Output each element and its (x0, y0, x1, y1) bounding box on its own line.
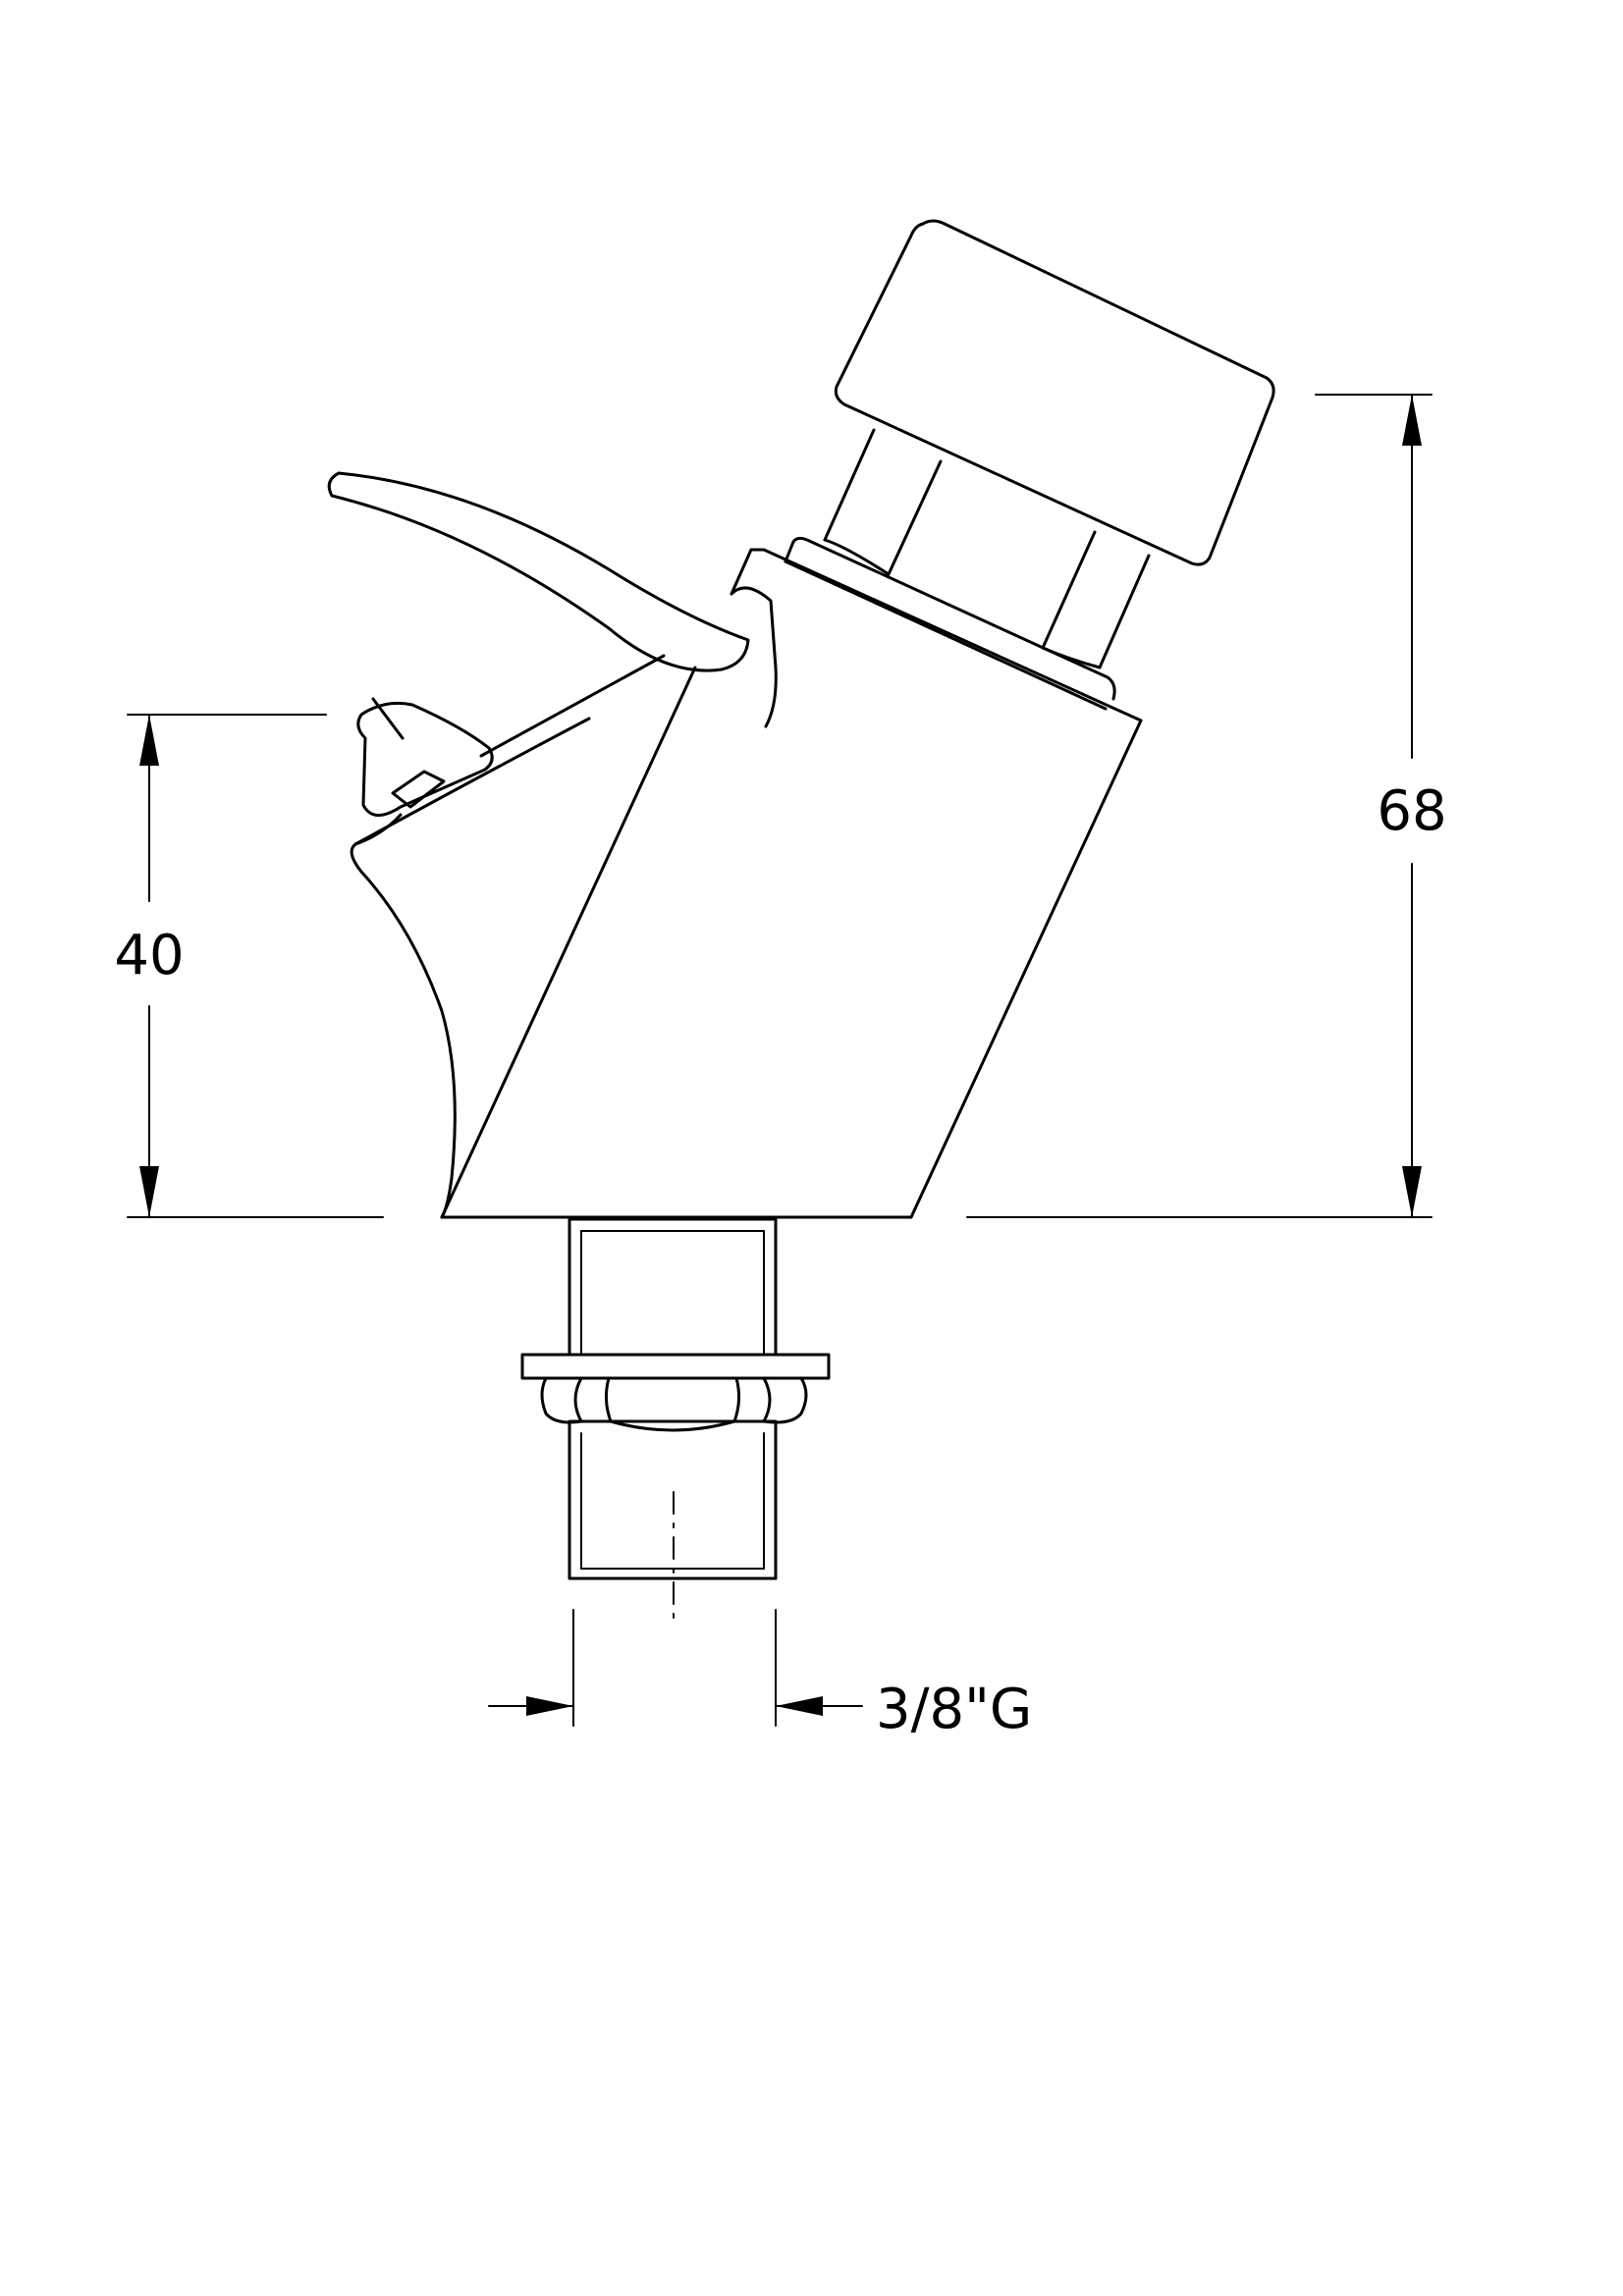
overall-height-label: 68 (1377, 779, 1446, 843)
body-height-label: 40 (114, 924, 184, 988)
push-button-cap (834, 219, 1275, 566)
arrowhead-up (1402, 395, 1422, 446)
arrowhead-down (1402, 1166, 1422, 1217)
spout-support (353, 654, 666, 846)
arrowhead-up (139, 715, 159, 766)
arrowhead-down (139, 1166, 159, 1217)
aerator-nozzle (353, 697, 494, 846)
body-curved-front (350, 842, 457, 1219)
dimension-body-height: 40 (114, 714, 384, 1218)
arrowhead-left (776, 1696, 823, 1716)
spout (327, 471, 750, 672)
button-stem (823, 428, 1151, 669)
thread-size-label: 3/8"G (876, 1678, 1032, 1741)
dimension-overall-height: 68 (966, 394, 1447, 1218)
cartridge-collar (784, 536, 1116, 711)
dimension-thread-size: 3/8"G (488, 1609, 1032, 1741)
tap-body (440, 548, 1143, 1219)
threaded-shank (520, 1217, 831, 1621)
arrowhead-right (526, 1696, 573, 1716)
